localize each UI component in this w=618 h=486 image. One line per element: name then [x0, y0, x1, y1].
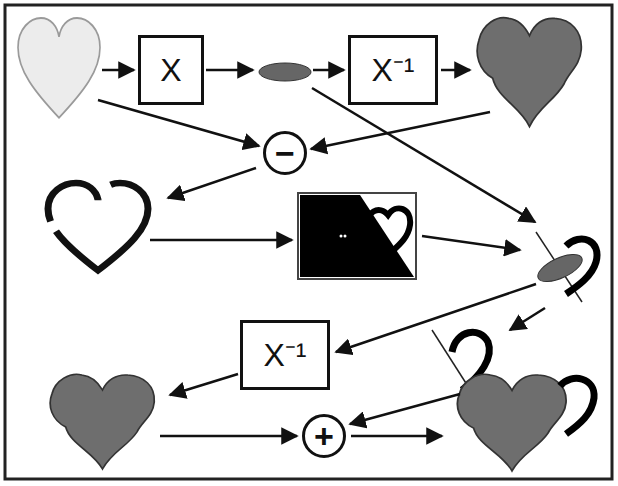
- transform-label: X⁻¹: [264, 339, 307, 371]
- transform-box: X: [138, 35, 204, 105]
- subtract-circle: −: [263, 131, 307, 175]
- transform-label: X⁻¹: [372, 54, 415, 86]
- operator-symbol: +: [314, 419, 334, 453]
- operator-symbol: −: [275, 136, 295, 170]
- inverse-transform-box: X⁻¹: [348, 35, 438, 105]
- input-heart: [18, 18, 100, 118]
- approx-heart: [50, 374, 154, 469]
- split-ellipse-hook: [534, 232, 597, 302]
- transform-ellipse: [259, 63, 311, 81]
- reconstructed-heart: [477, 18, 581, 127]
- inverse-transform-box: X⁻¹: [240, 320, 330, 390]
- transform-label: X: [160, 54, 181, 86]
- frame: [5, 5, 612, 479]
- difference-heart: [48, 183, 148, 270]
- mask-image: [298, 193, 416, 279]
- add-circle: +: [302, 414, 346, 458]
- result-heart: [457, 374, 594, 471]
- flow-arrows: [98, 70, 545, 436]
